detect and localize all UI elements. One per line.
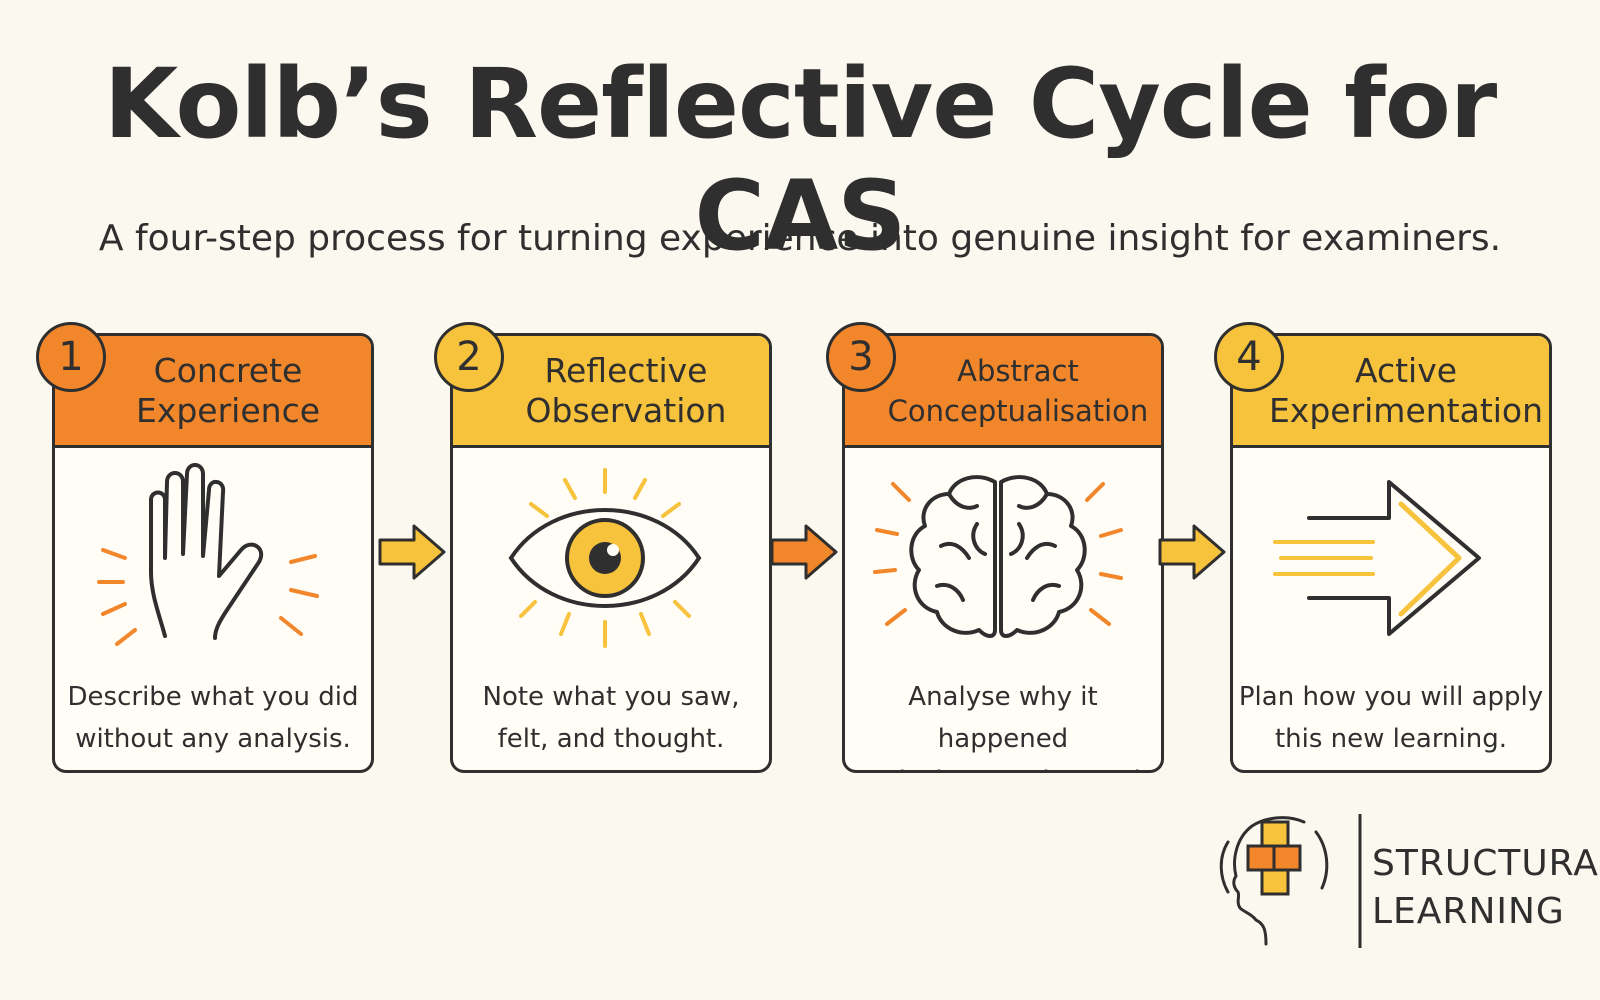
- step-description-2: Note what you saw, felt, and thought.: [453, 676, 769, 760]
- step-title-line2: Observation: [525, 390, 727, 430]
- step-desc-line1: Plan how you will apply: [1238, 682, 1544, 712]
- step-description-3: Analyse why it happened and what you lea…: [845, 676, 1161, 770]
- step-card-4: Active Experimentation Plan how you will…: [1230, 333, 1552, 773]
- step-title-line2: Conceptualisation: [887, 393, 1149, 428]
- logo-line1: STRUCTURAL: [1372, 843, 1600, 884]
- logo-text: STRUCTURAL LEARNING: [1372, 840, 1600, 936]
- step-number-badge-1: 1: [36, 322, 106, 392]
- step-title-line2: Experience: [135, 390, 321, 430]
- step-number-badge-3: 3: [826, 322, 896, 392]
- hand-icon: [97, 463, 319, 646]
- brain-icon: [873, 475, 1123, 638]
- eye-icon: [508, 468, 702, 648]
- logo-line2: LEARNING: [1372, 891, 1565, 932]
- step-desc-line2: felt, and thought.: [497, 724, 725, 754]
- arrow-right-icon: [1158, 524, 1226, 580]
- step-title-line2: Experimentation: [1268, 390, 1544, 430]
- forward-arrow-icon: [1273, 480, 1481, 636]
- step-title-line1: Concrete: [153, 350, 303, 390]
- step-header-2: Reflective Observation: [453, 336, 769, 448]
- step-description-4: Plan how you will apply this new learnin…: [1233, 676, 1549, 760]
- step-desc-line1: Analyse why it happened: [908, 682, 1098, 754]
- step-description-1: Describe what you did without any analys…: [55, 676, 371, 760]
- arrow-right-icon: [378, 524, 446, 580]
- step-header-1: Concrete Experience: [55, 336, 371, 448]
- step-desc-line1: Note what you saw,: [482, 682, 740, 712]
- step-title-line1: Active: [1354, 350, 1458, 390]
- page-subtitle: A four-step process for turning experien…: [98, 218, 1502, 259]
- step-header-4: Active Experimentation: [1233, 336, 1549, 448]
- structural-learning-logo: [1219, 814, 1362, 948]
- step-title-line1: Reflective: [544, 350, 708, 390]
- step-desc-line2: and what you learned.: [845, 760, 1161, 770]
- step-card-2: Reflective Observation Note what you saw…: [450, 333, 772, 773]
- step-number-badge-2: 2: [434, 322, 504, 392]
- arrow-right-icon: [770, 524, 838, 580]
- page-title: Kolb’s Reflective Cycle for CAS: [103, 48, 1497, 272]
- step-desc-line1: Describe what you did: [67, 682, 359, 712]
- step-desc-line2: without any analysis.: [75, 724, 351, 754]
- step-card-3: Abstract Conceptualisation Analyse: [842, 333, 1164, 773]
- step-title-line1: Abstract: [957, 353, 1079, 388]
- step-desc-line2: this new learning.: [1274, 724, 1508, 754]
- step-card-1: Concrete Experience Describe what you di…: [52, 333, 374, 773]
- step-header-3: Abstract Conceptualisation: [845, 336, 1161, 448]
- step-number-badge-4: 4: [1214, 322, 1284, 392]
